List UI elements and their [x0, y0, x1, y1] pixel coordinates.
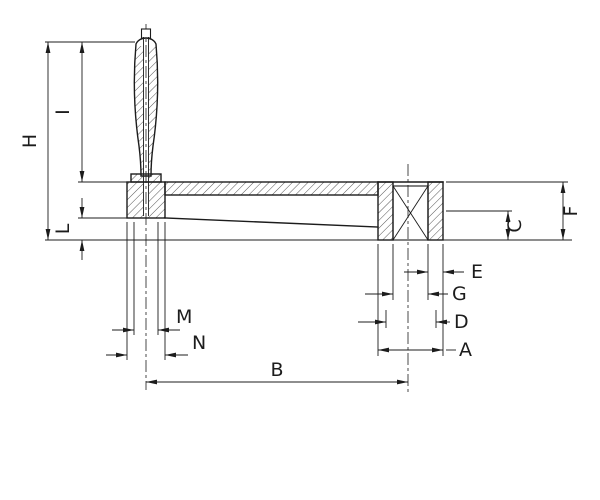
dimension-E: E	[404, 261, 483, 283]
dim-label-c: C	[504, 219, 526, 232]
dimension-M: M	[112, 306, 192, 333]
arm-section	[126, 181, 379, 228]
dim-label-f: F	[560, 206, 582, 217]
dim-label-a: A	[459, 339, 472, 361]
bore-cross-diagonal-2	[392, 185, 429, 241]
boss-hatch-right	[148, 182, 165, 218]
hub-wall-hatch-left	[378, 182, 393, 240]
dim-label-h: H	[19, 134, 41, 148]
dimension-G: G	[365, 283, 467, 305]
dim-label-m: M	[176, 306, 192, 328]
dimension-A: A	[378, 339, 472, 361]
dimension-I: I	[52, 42, 85, 182]
dim-label-l: L	[52, 223, 74, 234]
extension-lines	[45, 41, 568, 360]
centerlines	[145, 24, 409, 392]
handle-wall-hatch-right	[148, 46, 158, 174]
dimension-C: C	[504, 211, 526, 240]
dimension-F: F	[560, 182, 582, 240]
hub-section	[377, 181, 444, 241]
dim-label-b: B	[270, 359, 283, 381]
collar-hatch-right	[148, 174, 161, 182]
dim-label-d: D	[454, 311, 469, 333]
dimension-N: N	[106, 332, 206, 358]
dimension-D: D	[358, 311, 469, 333]
dim-label-n: N	[192, 332, 206, 354]
handle-grip-outline	[133, 37, 159, 177]
collar-hatch-left	[131, 174, 144, 182]
dimension-L: L	[52, 198, 85, 260]
handle-boss	[126, 181, 166, 219]
dim-label-e: E	[471, 261, 483, 283]
handle-cap	[140, 28, 152, 39]
arm-underside-taper	[164, 217, 379, 228]
arm-flange-hatch	[165, 182, 378, 195]
handle-wall-hatch-left	[134, 46, 144, 174]
dimension-H: H	[19, 42, 51, 240]
dim-label-i: I	[52, 109, 74, 115]
dimension-B: B	[146, 359, 408, 385]
hub-wall-hatch-right	[428, 182, 443, 240]
boss-hatch-left	[127, 182, 144, 218]
hub-bore	[392, 185, 429, 241]
dim-label-g: G	[452, 283, 467, 305]
